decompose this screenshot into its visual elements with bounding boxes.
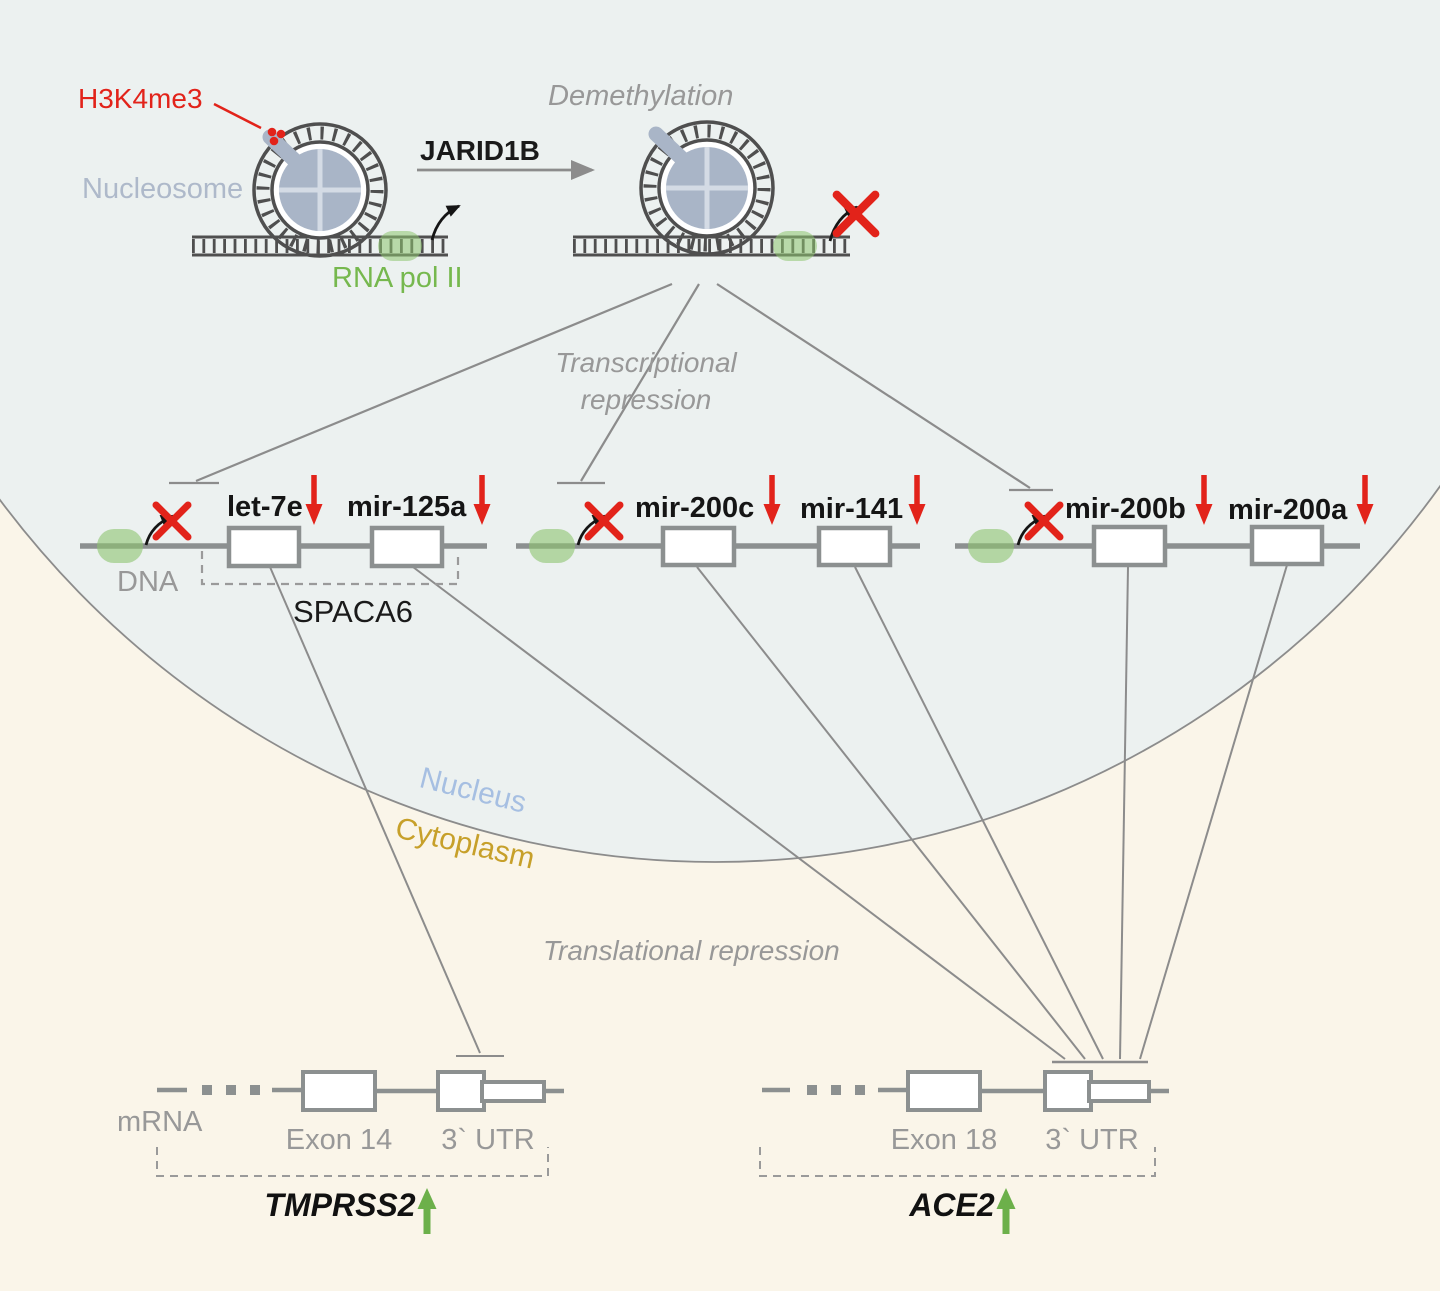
spaca6-bracket [200,551,460,586]
gene-label-mir-200b: mir-200b [1065,493,1186,525]
jarid1b-label: JARID1B [420,135,540,166]
line-mir141-ace2 [854,566,1104,1060]
transcriptional-repression-label: Transcriptional repression [555,344,737,418]
mrna-ellipsis-dots [807,1085,865,1095]
gene-label-mir-200a: mir-200a [1228,494,1348,526]
line-mir200a-ace2 [1139,564,1288,1060]
nucleosome-label: Nucleosome [82,173,244,205]
methyl-marks-icon [267,127,286,146]
line-mir200b-ace2 [1119,566,1129,1060]
up-arrow-icon-ace2 [997,1188,1016,1234]
gene-label-mir-141: mir-141 [800,493,904,525]
rna-pol-ii-oval [529,529,575,563]
repression-line-locus3 [716,283,1031,489]
gene-box-mir-200b [1091,524,1168,568]
ace2-bracket [759,1147,1156,1177]
demethylation-label: Demethylation [548,80,734,112]
histone-tail [648,126,701,177]
gene-label-let-7e: let-7e [227,491,303,523]
gene-label-mir-200c: mir-200c [635,492,755,524]
transcriptional-repression-lines [169,282,1053,492]
line-mir200c-ace2 [696,566,1086,1060]
nucleosome-methylated [254,124,461,261]
rna-pol-ii-oval [97,529,143,563]
gene-box-let-7e [226,525,302,569]
utr-label-ace2: 3` UTR [1045,1124,1139,1156]
rna-pol-ii-oval [773,231,817,261]
exon-label-ace2: Exon 18 [890,1124,998,1156]
line-mir125a-ace2 [412,566,1066,1060]
rna-pol-ii-label: RNA pol II [332,262,463,294]
utr-box-tmprss2 [436,1070,486,1112]
dna-label: DNA [117,566,179,598]
repression-line-locus1 [195,282,673,483]
h3k4me3-label: H3K4me3 [78,83,203,114]
h3k4me3-pointer-line [213,102,262,130]
mirna-locus-1 [80,475,491,586]
line-let7e-tmprss2 [269,566,481,1054]
transcription-start-arrow [430,204,461,241]
utr-box-ace2 [1043,1070,1093,1112]
nucleosome-demethylated [641,122,875,261]
mirna-locus-2 [516,475,926,568]
gene-box-mir-141 [816,525,893,568]
rna-pol-ii-oval [378,231,422,261]
mrna-label: mRNA [117,1106,203,1138]
translational-repression-lines [269,564,1288,1064]
transcriptional-repression-line1: Transcriptional [555,347,737,378]
spaca6-label: SPACA6 [293,594,414,629]
gene-box-mir-125a [369,525,445,569]
ace2-mrna-diagram [759,1070,1169,1177]
tmprss2-gene-label: TMPRSS2 [264,1187,416,1223]
utr-tail-ace2 [1087,1080,1151,1103]
exon-label-tmprss2: Exon 14 [285,1124,393,1156]
utr-label-tmprss2: 3` UTR [441,1124,535,1156]
repression-line-locus2 [580,283,700,482]
ace2-gene-label: ACE2 [909,1187,995,1223]
tmprss2-mrna-diagram [156,1070,564,1177]
exon-box-ace2 [906,1070,982,1112]
utr-tail-tmprss2 [480,1080,546,1103]
gene-box-mir-200c [660,525,737,568]
translational-repression-label: Translational repression [543,935,840,966]
mirna-locus-3 [955,475,1374,568]
exon-box-tmprss2 [301,1070,377,1112]
gene-box-mir-200a [1249,524,1325,567]
tmprss2-bracket [156,1147,549,1177]
nucleus-region [0,0,1440,863]
gene-label-mir-125a: mir-125a [347,491,467,523]
rna-pol-ii-oval [968,529,1014,563]
transcriptional-repression-line2: repression [580,384,712,415]
up-arrow-icon-tmprss2 [418,1188,437,1234]
mrna-ellipsis-dots [202,1085,260,1095]
